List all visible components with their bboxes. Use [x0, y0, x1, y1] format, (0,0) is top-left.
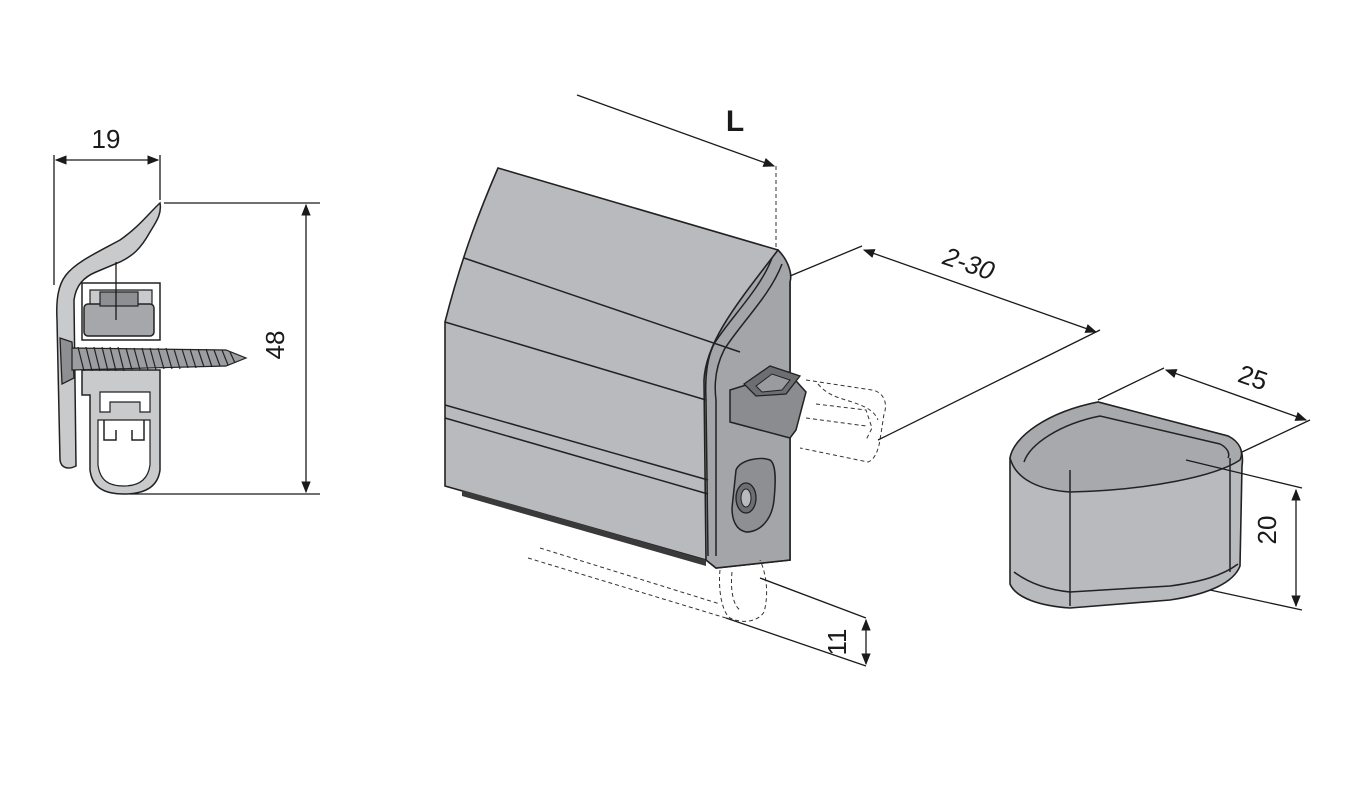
length-label: L [726, 105, 744, 138]
dimension-adjust-range: 2-30 [789, 241, 1101, 441]
profile-width-label: 19 [92, 124, 121, 154]
dimension-profile-width: 19 [53, 124, 161, 285]
end-cap-bottom-edge [1013, 563, 1239, 593]
profile-inner-legs [103, 420, 145, 441]
dimension-drop: 11 [725, 577, 871, 667]
profile-upper-channel [81, 282, 161, 341]
end-cap-top [1009, 401, 1243, 493]
cap-depth-label: 25 [1234, 359, 1271, 397]
profile-t-slot [99, 391, 151, 413]
profile-outer-shell [56, 201, 162, 469]
bottom-seal [462, 490, 706, 566]
housing-groove-mid [444, 321, 707, 401]
housing-groove-low [444, 404, 709, 481]
screw-head [59, 337, 75, 386]
housing-unit [444, 167, 807, 569]
profile-height-label: 48 [260, 331, 290, 360]
dimension-profile-height: 48 [130, 202, 320, 495]
cap-height-label: 20 [1252, 516, 1282, 545]
clamp-block [83, 303, 155, 337]
extended-plunger-outline [799, 379, 886, 463]
end-cap [1009, 401, 1244, 609]
end-cap-top-inner [1023, 415, 1230, 463]
end-face-contour [704, 257, 773, 557]
end-face-contour-inner [714, 263, 783, 556]
clamp-nut [99, 291, 139, 307]
dimension-length: L [576, 94, 777, 250]
profile-cross-section [56, 201, 248, 495]
mounting-slot [731, 457, 776, 533]
housing-groove-bottom [444, 417, 709, 495]
dimension-cap-height: 20 [1185, 459, 1303, 611]
housing-groove-top [463, 257, 741, 353]
drop-label: 11 [822, 629, 852, 656]
screw [71, 346, 248, 372]
lowered-seal-outline [527, 547, 768, 622]
profile-lower-inner [97, 419, 151, 487]
adjust-button [729, 365, 807, 439]
